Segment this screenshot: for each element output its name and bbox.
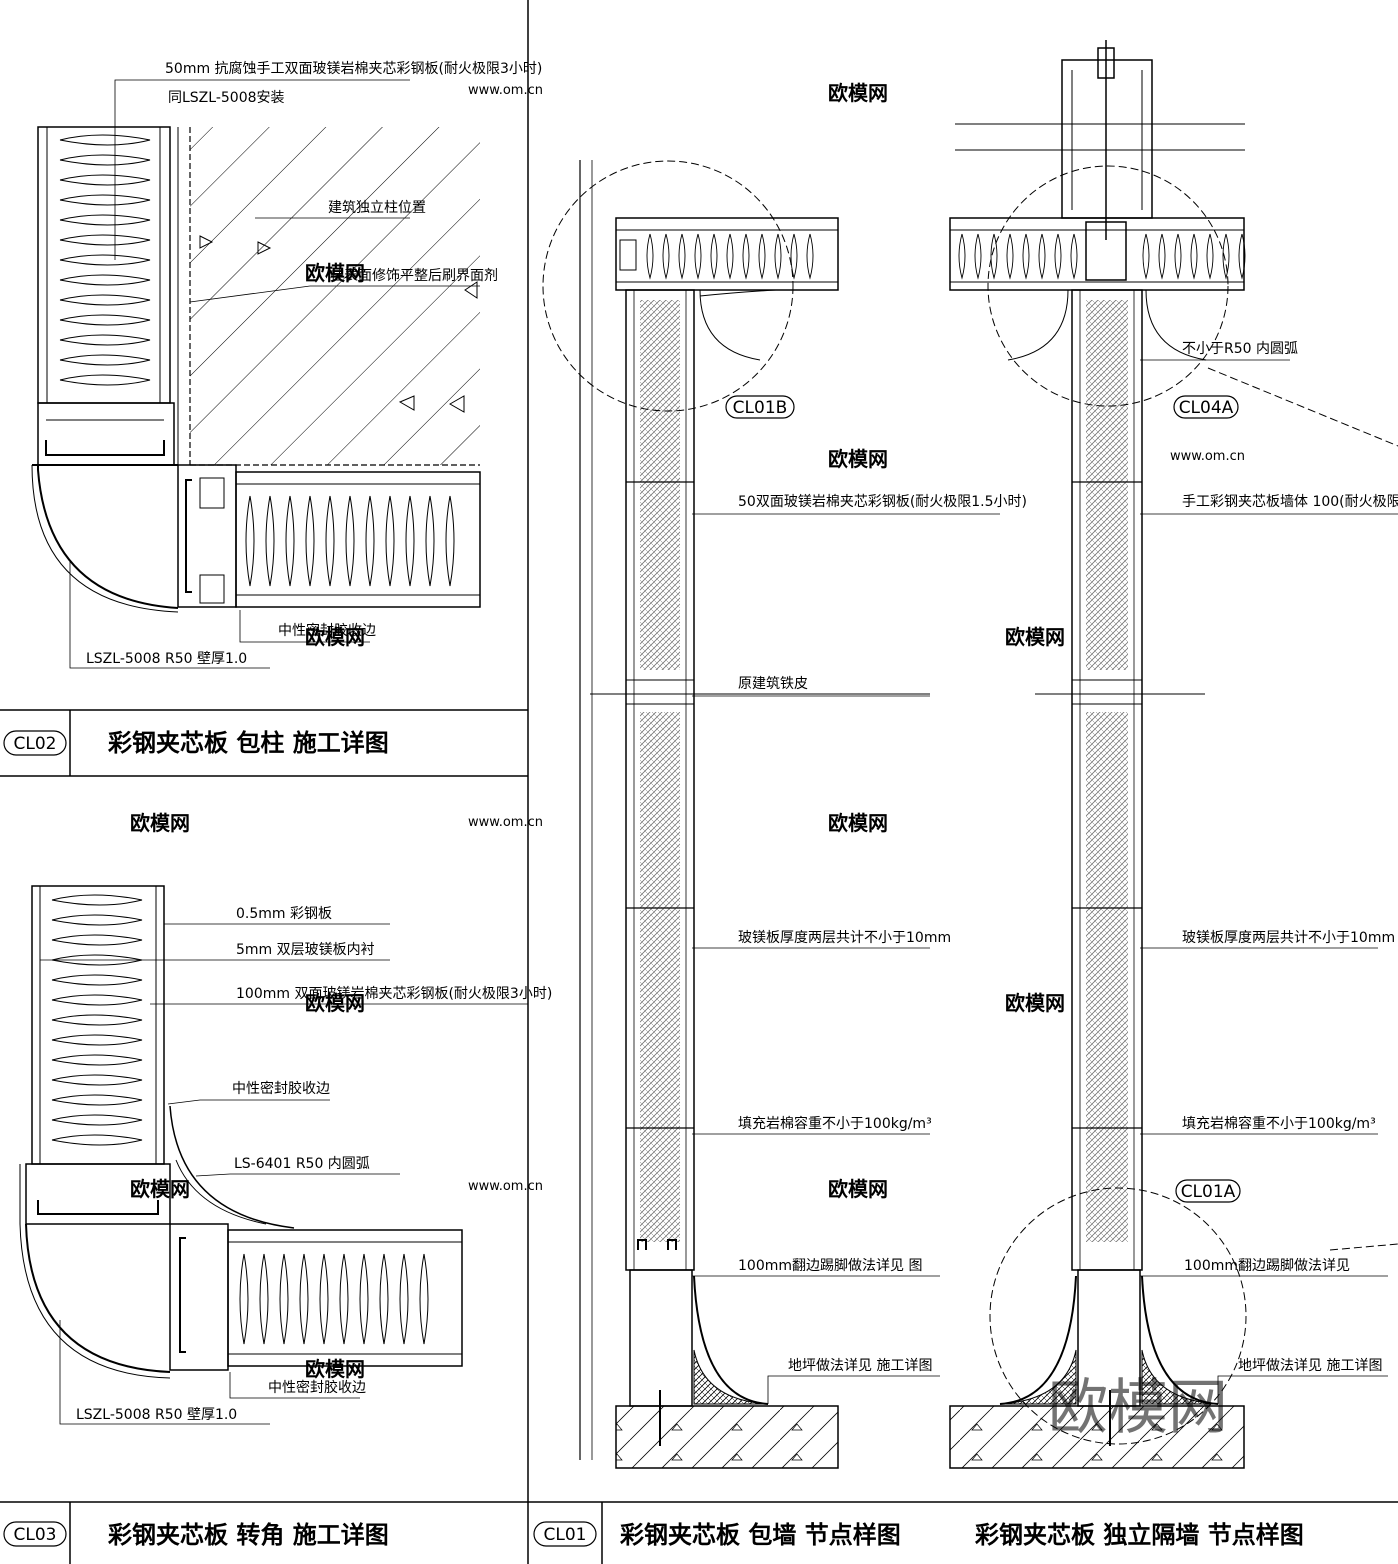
cl03-note-steel-sheet: 0.5mm 彩钢板 bbox=[236, 906, 332, 922]
cl03-note-panel-spec: 100mm 双面玻镁岩棉夹芯彩钢板(耐火极限3小时) bbox=[236, 985, 552, 1002]
watermark-brand: 欧模网 bbox=[1005, 625, 1065, 649]
cl01-right-note-inner-arc: 不小于R50 内圆弧 bbox=[1182, 341, 1298, 357]
cl02-note-column-position: 建筑独立柱位置 bbox=[328, 200, 426, 216]
cl01-left-note-mgo-board: 玻镁板厚度两层共计不小于10mm bbox=[738, 930, 951, 946]
cl01-left-note-skirting: 100mm翻边踢脚做法详见 图 bbox=[738, 1258, 922, 1274]
bubble-cl01a: CL01A bbox=[1181, 1182, 1236, 1202]
cl03-note-inner-arc: LS-6401 R50 内圆弧 bbox=[234, 1156, 370, 1172]
panel-cl02-drawing bbox=[31, 79, 481, 669]
watermark-brand: 欧模网 bbox=[305, 991, 365, 1015]
watermark-brand: 欧模网 bbox=[828, 1177, 888, 1201]
cl02-note-panel-spec: 50mm 抗腐蚀手工双面玻镁岩棉夹芯彩钢板(耐火极限3小时) bbox=[165, 60, 542, 77]
panel-cl03-drawing bbox=[19, 885, 528, 1425]
watermark-brand: 欧模网 bbox=[130, 811, 190, 835]
panel-cl02-title-block: CL02 彩钢夹芯板 包柱 施工详图 bbox=[3, 729, 389, 757]
watermark-url: www.om.cn bbox=[468, 83, 543, 98]
panel-cl01-right-bubbles: CL04A CL01A bbox=[1173, 395, 1241, 1203]
cl01-right-note-floor: 地坪做法详见 施工详图 bbox=[1238, 1358, 1382, 1374]
watermark-url: www.om.cn bbox=[1170, 449, 1245, 464]
cl02-note-install: 同LSZL-5008安装 bbox=[168, 90, 285, 106]
watermark-brand: 欧模网 bbox=[305, 261, 365, 285]
bubble-cl01b: CL01B bbox=[733, 398, 788, 418]
cl03-note-profile: LSZL-5008 R50 壁厚1.0 bbox=[76, 1407, 237, 1423]
cl02-title: 彩钢夹芯板 包柱 施工详图 bbox=[107, 729, 389, 757]
cl02-note-surface-treatment: 柱表面修饰平整后刷界面剂 bbox=[330, 268, 498, 284]
cl01-title-right: 彩钢夹芯板 独立隔墙 节点样图 bbox=[974, 1521, 1304, 1549]
watermark-brand: 欧模网 bbox=[305, 625, 365, 649]
watermark-brand: 欧模网 bbox=[828, 81, 888, 105]
panel-cl02-notes: 50mm 抗腐蚀手工双面玻镁岩棉夹芯彩钢板(耐火极限3小时) 同LSZL-500… bbox=[86, 60, 542, 667]
cl03-note-sealant-top: 中性密封胶收边 bbox=[232, 1080, 330, 1097]
cl02-note-sealant: 中性密封胶收边 bbox=[278, 622, 376, 639]
watermark-brand: 欧模网 bbox=[305, 1357, 365, 1381]
panel-cl01-left-drawing bbox=[542, 160, 1000, 1469]
cl03-note-lining: 5mm 双层玻镁板内衬 bbox=[236, 942, 375, 958]
bubble-cl04a: CL04A bbox=[1179, 398, 1234, 418]
watermark-url: www.om.cn bbox=[468, 1179, 543, 1194]
panel-cl01-left-bubble: CL01B bbox=[725, 395, 795, 419]
cl03-title: 彩钢夹芯板 转角 施工详图 bbox=[107, 1521, 389, 1549]
panel-cl03-notes: 0.5mm 彩钢板 5mm 双层玻镁板内衬 100mm 双面玻镁岩棉夹芯彩钢板(… bbox=[76, 906, 552, 1423]
watermark-url: www.om.cn bbox=[468, 815, 543, 830]
panel-cl01-left-notes: 50双面玻镁岩棉夹芯彩钢板(耐火极限1.5小时) 原建筑铁皮 玻镁板厚度两层共计… bbox=[738, 493, 1027, 1374]
cl01-left-note-floor: 地坪做法详见 施工详图 bbox=[788, 1358, 932, 1374]
watermarks: 欧模网 www.om.cn 欧模网 欧模网 www.om.cn 欧模网 欧模网 … bbox=[130, 81, 1245, 1443]
cl03-tag: CL03 bbox=[14, 1525, 57, 1545]
cl01-left-note-rockwool: 填充岩棉容重不小于100kg/m³ bbox=[738, 1115, 932, 1132]
panel-cl01-right-notes: 不小于R50 内圆弧 手工彩钢夹芯板墙体 100(耐火极限3小 玻镁板厚度两层共… bbox=[1182, 341, 1398, 1374]
cl02-note-profile: LSZL-5008 R50 壁厚1.0 bbox=[86, 651, 247, 667]
watermark-brand: 欧模网 bbox=[130, 1177, 190, 1201]
cl03-note-sealant-bottom: 中性密封胶收边 bbox=[268, 1379, 366, 1396]
cl01-right-note-wall-panel: 手工彩钢夹芯板墙体 100(耐火极限3小 bbox=[1182, 494, 1398, 510]
cl01-tag: CL01 bbox=[544, 1525, 587, 1545]
cl01-right-note-skirting: 100mm翻边踢脚做法详见 bbox=[1184, 1258, 1350, 1274]
panel-cl01-title-block: CL01 彩钢夹芯板 包墙 节点样图 彩钢夹芯板 独立隔墙 节点样图 bbox=[533, 1521, 1304, 1549]
cl01-right-note-rockwool: 填充岩棉容重不小于100kg/m³ bbox=[1182, 1115, 1376, 1132]
watermark-brand: 欧模网 bbox=[828, 811, 888, 835]
cl01-left-note-panel: 50双面玻镁岩棉夹芯彩钢板(耐火极限1.5小时) bbox=[738, 493, 1027, 510]
cl01-title-left: 彩钢夹芯板 包墙 节点样图 bbox=[619, 1521, 901, 1549]
cl02-tag: CL02 bbox=[14, 734, 57, 754]
watermark-brand: 欧模网 bbox=[828, 447, 888, 471]
watermark-logo: 欧模网 bbox=[1048, 1373, 1228, 1443]
watermark-brand: 欧模网 bbox=[1005, 991, 1065, 1015]
cl01-left-note-existing: 原建筑铁皮 bbox=[738, 676, 808, 692]
panel-cl03-title-block: CL03 彩钢夹芯板 转角 施工详图 bbox=[3, 1521, 389, 1549]
cl01-right-note-mgo-board: 玻镁板厚度两层共计不小于10mm bbox=[1182, 930, 1395, 946]
panel-cl01-right-drawing bbox=[949, 40, 1398, 1469]
